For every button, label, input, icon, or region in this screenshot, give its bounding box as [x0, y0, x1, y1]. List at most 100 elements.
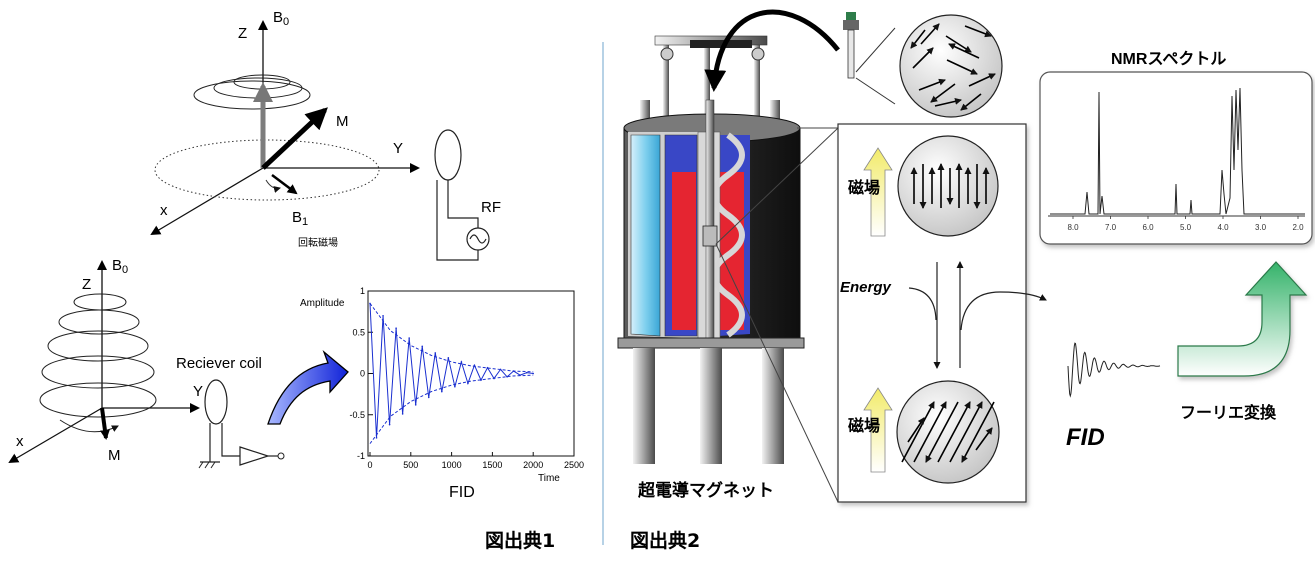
bottom-vector-diagram: Z B0 Y x M	[8, 257, 203, 464]
fid-point	[525, 371, 528, 374]
precession-orbit	[154, 139, 380, 201]
y-label: Y	[393, 140, 403, 157]
bottom-m-label: M	[108, 447, 121, 464]
fid-point	[532, 372, 534, 375]
fid-mark-group	[369, 302, 534, 444]
receiver-circuit: Reciever coil	[176, 355, 285, 469]
fid-point	[480, 379, 482, 381]
insert-arrow	[704, 9, 840, 92]
random-spin-arrow	[968, 73, 996, 87]
spin-detail-panel: 磁場 磁場 Energy	[715, 123, 1047, 503]
fid-y-tick-label: 0.5	[352, 327, 365, 337]
caption-source-2: 図出典2	[630, 530, 701, 552]
fid-point	[493, 377, 495, 380]
fid-x-tick-label: 2500	[564, 460, 584, 470]
rf-coil-icon	[434, 129, 462, 181]
fid-y-tick-label: -1	[357, 451, 365, 461]
fid-point	[512, 370, 515, 372]
fid-ylabel: Amplitude	[300, 298, 345, 309]
tilted-spin-arrow	[925, 401, 959, 463]
fid-point	[467, 382, 469, 385]
random-spin-arrow	[930, 83, 956, 103]
sample-insertion	[704, 9, 896, 105]
spectrum-tick-label: 2.0	[1292, 223, 1304, 232]
rotating-field-label: 回転磁場	[298, 236, 338, 249]
fid-point	[486, 366, 489, 369]
fid-point	[414, 404, 417, 406]
spectrum-tick-label: 8.0	[1067, 223, 1079, 232]
fid-x-tick-label: 1500	[482, 460, 502, 470]
random-spin-arrow	[964, 25, 992, 38]
random-spin-arrow	[945, 35, 972, 53]
fid-point	[388, 423, 391, 426]
field-arrow-icon-1	[863, 147, 893, 237]
signal-flow-arrow-icon	[267, 349, 349, 425]
fid-point	[473, 364, 476, 367]
fid-waveform-right: FID	[1066, 342, 1161, 451]
rf-label: RF	[481, 199, 501, 216]
b1-label: B1	[292, 209, 308, 228]
random-spin-arrow	[946, 59, 978, 75]
m-label: M	[336, 113, 349, 130]
tilted-spin-arrow	[913, 401, 947, 463]
spectrum-tick-label: 4.0	[1217, 223, 1229, 232]
fid-point	[506, 376, 508, 378]
fid-title: FID	[449, 484, 475, 501]
random-spin-arrow	[934, 97, 962, 107]
x-axis	[150, 167, 264, 236]
spectrum-tick-label: 7.0	[1105, 223, 1117, 232]
field-label-1: 磁場	[848, 178, 880, 197]
spectrum-tick-label: 6.0	[1142, 223, 1154, 232]
x-label: x	[160, 202, 168, 219]
bottom-x-label: x	[16, 433, 24, 450]
fid-point	[499, 368, 502, 371]
bottom-m-arrow	[99, 407, 110, 440]
fid-y-tick-label: 1	[360, 286, 365, 296]
fid-point	[395, 327, 397, 329]
spectrum-tick-label: 3.0	[1255, 223, 1267, 232]
fid-point	[369, 302, 371, 305]
fourier-label: フーリエ変換	[1180, 403, 1277, 422]
tilted-spin-arrow	[949, 401, 983, 463]
fid-point	[460, 361, 463, 363]
fourier-arrow-icon	[1177, 261, 1308, 377]
tilted-spin-arrow	[961, 401, 995, 463]
random-spin-arrow	[960, 93, 982, 111]
fid-point	[421, 345, 424, 348]
fid-point	[408, 337, 410, 339]
random-spin-arrow	[918, 78, 946, 91]
tilted-spin-arrow	[907, 417, 925, 443]
random-spin-arrow	[920, 23, 940, 45]
magnetization-arrow	[261, 107, 328, 170]
random-spin-arrow	[948, 43, 980, 59]
fid-x-tick-label: 2000	[523, 460, 543, 470]
fid-y-tick-label: 0	[360, 369, 365, 379]
fid-label-right: FID	[1066, 424, 1105, 451]
field-arrow-icon-2	[863, 387, 893, 473]
bottom-b0-label: B0	[112, 257, 128, 276]
fid-x-tick-label: 500	[403, 460, 418, 470]
bottom-z-label: Z	[82, 276, 91, 293]
bottom-y-label: Y	[193, 383, 203, 400]
superconducting-magnet: 超電導マグネット	[617, 35, 805, 500]
spectrum-trace	[1050, 87, 1305, 215]
random-spin-arrow	[912, 47, 934, 69]
fid-point	[375, 437, 378, 439]
random-spin-arrow	[910, 29, 926, 49]
fid-x-tick-label: 0	[367, 460, 372, 470]
energy-label: Energy	[840, 279, 892, 296]
fid-y-tick-label: -0.5	[349, 410, 365, 420]
tilted-spin-arrow	[975, 427, 993, 451]
random-spin-circle	[899, 14, 1003, 118]
fid-point	[427, 396, 430, 399]
sample-tube-icon	[847, 29, 855, 79]
receiver-coil-icon	[204, 379, 228, 425]
rf-circuit: RF	[434, 129, 501, 261]
receiver-coil-label: Reciever coil	[176, 355, 262, 372]
fid-envelope-upper	[369, 303, 534, 373]
tilted-spin-arrow	[901, 401, 935, 463]
